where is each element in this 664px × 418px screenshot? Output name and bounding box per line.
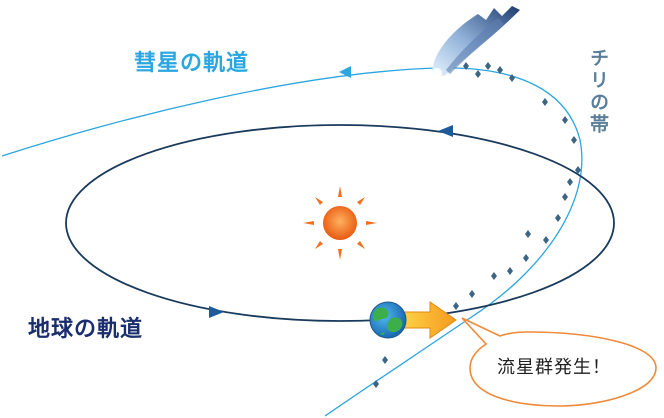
comet-orbit [1,67,583,417]
dust-particle [469,290,475,298]
dust-particle [475,70,481,78]
meteor-shower-callout [461,317,657,407]
dust-particle [542,98,548,106]
comet-orbit-direction-arrow [339,66,351,78]
dust-particle [562,193,568,201]
comet-orbit-label: 彗星の軌道 [134,51,250,76]
comet-icon [432,6,520,78]
dust-particle [543,236,549,244]
dust-particle [463,62,469,70]
dust-particle [567,178,573,186]
earth-icon [369,301,407,339]
dust-particle [575,166,581,174]
dust-trail [373,62,581,388]
dust-particle [525,230,531,238]
earth-orbit-direction-arrow [438,125,453,137]
dust-particle [382,356,388,364]
earth-orbit-label: 地球の軌道 [28,317,144,342]
dust-particle [373,380,379,388]
dust-particle [453,302,459,310]
meteor-shower-label: 流星群発生！ [497,357,611,378]
earth-orbit [65,124,615,322]
dust-particle [555,214,561,222]
dust-particle [507,267,513,275]
dust-trail-label: チリの帯 [587,48,609,136]
dust-particle [485,62,491,70]
earth-orbit-direction-arrow [209,306,224,318]
dust-particle [523,254,529,262]
dust-particle [562,116,568,124]
sun-icon [303,186,377,260]
dust-particle [491,272,497,280]
dust-particle [509,74,515,82]
dust-particle [571,136,577,144]
dust-particle [497,66,503,74]
